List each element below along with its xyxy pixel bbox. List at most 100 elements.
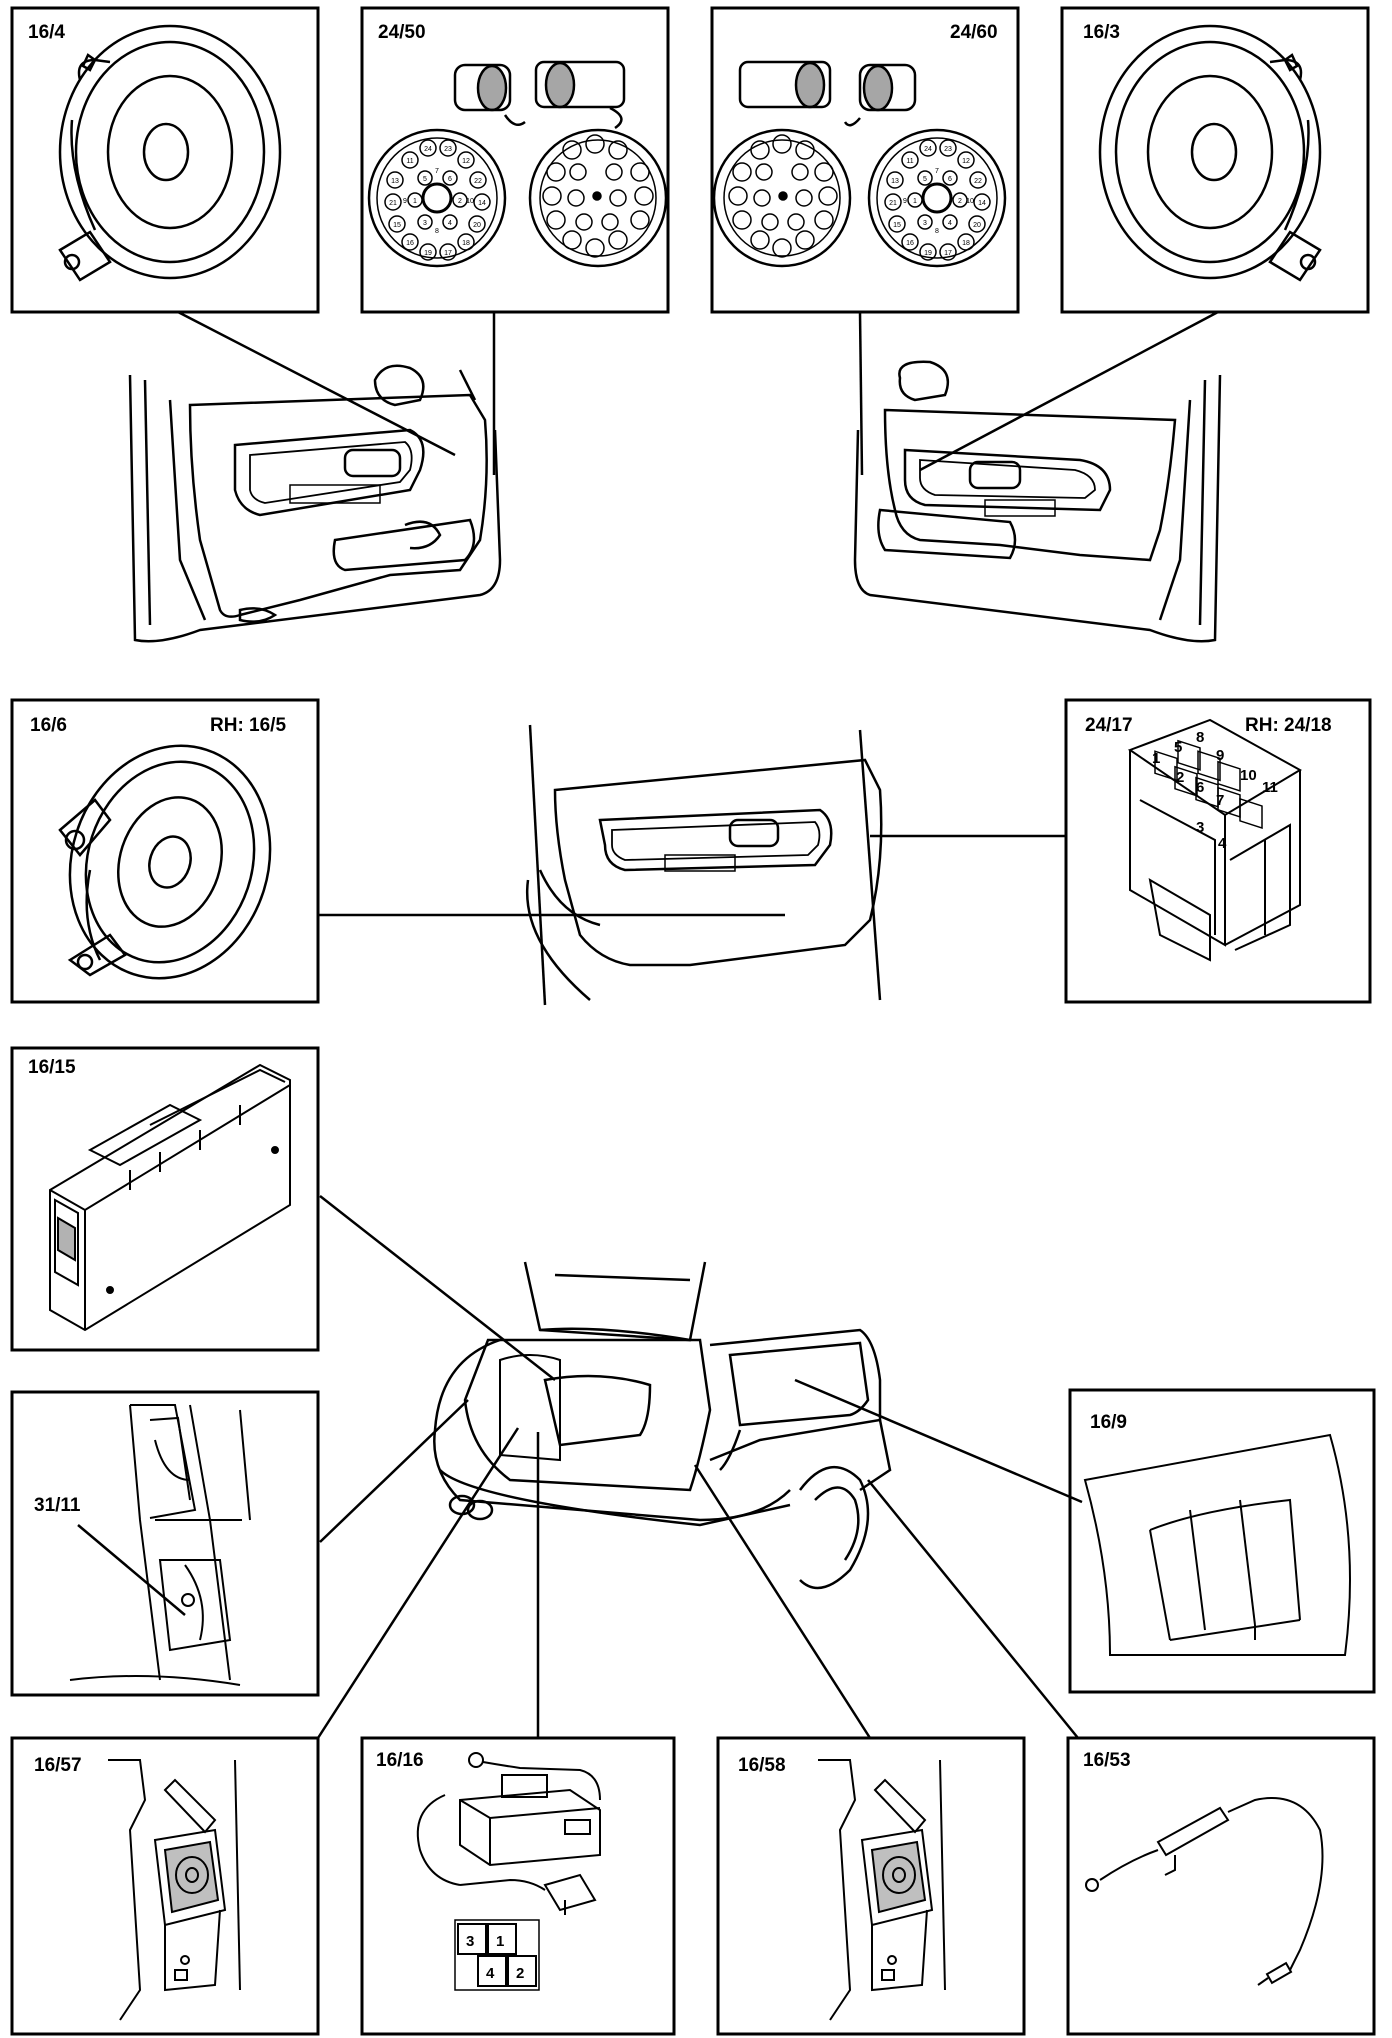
label-16-9: 16/9	[1090, 1412, 1127, 1433]
label-24-17: 24/17	[1085, 715, 1133, 736]
front-right-door	[853, 360, 1222, 643]
label-16-4: 16/4	[28, 22, 65, 43]
connector-pin-19: 19	[424, 250, 432, 257]
connector-pin-16: 16	[906, 240, 914, 247]
label-16-53: 16/53	[1083, 1750, 1131, 1771]
label-31-11: 31/11	[34, 1495, 81, 1516]
connector-pin-12: 12	[462, 158, 470, 165]
front-left-speaker-box	[10, 6, 320, 314]
connector-icon	[712, 60, 1007, 268]
ground-point-box	[10, 1390, 320, 1697]
connector-pin-7: 7	[435, 168, 439, 175]
module-pin-3: 3	[466, 1933, 474, 1950]
connector-pin-24: 24	[424, 146, 432, 153]
connector-pin-20: 20	[473, 222, 481, 229]
speaker-icon	[58, 24, 282, 282]
connector-pin-21: 21	[389, 200, 397, 207]
connector-pin-12: 12	[962, 158, 970, 165]
connector-pin-13: 13	[891, 178, 899, 185]
rear-speaker-box	[10, 698, 320, 1004]
label-16-16: 16/16	[376, 1750, 424, 1771]
module-pin-1: 1	[496, 1933, 504, 1950]
car-rear-view	[433, 1261, 892, 1590]
connector-pin-9: 9	[403, 198, 407, 205]
module-pin-2: 2	[516, 1965, 524, 1982]
connector-pin-16: 16	[406, 240, 414, 247]
antenna-cable-icon	[1085, 1797, 1324, 1986]
connector-pin-9: 9	[903, 198, 907, 205]
amplifier-box	[10, 1046, 320, 1352]
connector-pin-4: 4	[948, 220, 952, 227]
label-rh-16-5: RH: 16/5	[210, 715, 287, 736]
antenna-cable-box	[1066, 1736, 1376, 2036]
pin-5: 5	[1174, 739, 1182, 756]
pin-3: 3	[1196, 819, 1204, 836]
ground-point-icon	[69, 1404, 251, 1686]
label-16-57: 16/57	[34, 1755, 82, 1776]
connector-pin-6: 6	[948, 176, 952, 183]
connector-pin-24: 24	[924, 146, 932, 153]
speaker-icon	[58, 744, 272, 980]
connector-pin-15: 15	[893, 222, 901, 229]
connector-pin-15: 15	[393, 222, 401, 229]
pin-10: 10	[1240, 767, 1257, 784]
label-16-3: 16/3	[1083, 22, 1120, 43]
connector-pin-14: 14	[978, 200, 986, 207]
antenna-amp-icon	[108, 1759, 241, 2021]
connector-pin-4: 4	[448, 220, 452, 227]
connector-pin-22: 22	[474, 178, 482, 185]
connector-pin-7: 7	[935, 168, 939, 175]
connector-pin-14: 14	[478, 200, 486, 207]
pin-4: 4	[1218, 835, 1227, 852]
connector-pin-17: 17	[944, 250, 952, 257]
connector-pin-11: 11	[906, 158, 913, 165]
connector-pin-17: 17	[444, 250, 452, 257]
label-16-58: 16/58	[738, 1755, 786, 1776]
pin-7: 7	[1216, 792, 1224, 809]
connector-pin-19: 19	[924, 250, 932, 257]
connector-pin-3: 3	[923, 220, 927, 227]
connector-icon	[367, 60, 668, 268]
speaker-icon	[1098, 24, 1322, 282]
switch-block-icon	[1127, 718, 1302, 962]
connector-pin-1: 1	[913, 198, 917, 205]
antenna-module-box: 3 1 4 2	[360, 1736, 676, 2036]
label-16-15: 16/15	[28, 1057, 76, 1078]
front-left-door	[128, 364, 502, 643]
antenna-amp-left-box	[10, 1736, 320, 2036]
connector-pin-1: 1	[413, 198, 417, 205]
pin-1: 1	[1152, 750, 1160, 767]
pin-9: 9	[1216, 747, 1224, 764]
pin-2: 2	[1176, 769, 1184, 786]
switch-pin-labels: 1 2 3 4 5 6 7 8 9 10 11	[1152, 729, 1278, 852]
module-pin-labels: 3 1 4 2	[466, 1933, 524, 1982]
connector-pin-20: 20	[973, 222, 981, 229]
rear-window-antenna-box	[1068, 1388, 1376, 1694]
connector-pin-18: 18	[962, 240, 970, 247]
front-right-speaker-box	[1060, 6, 1370, 314]
connector-pin-11: 11	[406, 158, 413, 165]
connector-right-box	[710, 6, 1020, 314]
label-16-6: 16/6	[30, 715, 67, 736]
switch-block-box: 1 2 3 4 5 6 7 8 9 10 11	[1064, 698, 1372, 1004]
connector-pin-10: 10	[966, 198, 974, 205]
pin-11: 11	[1262, 779, 1278, 796]
label-rh-24-18: RH: 24/18	[1245, 715, 1332, 736]
module-pin-4: 4	[486, 1965, 495, 1982]
connector-pin-6: 6	[448, 176, 452, 183]
amplifier-icon	[49, 1063, 291, 1332]
connector-pin-18: 18	[462, 240, 470, 247]
ground-leader	[77, 1524, 186, 1616]
connector-pin-2: 2	[958, 198, 962, 205]
rear-window-icon	[1083, 1433, 1351, 1656]
connector-pin-23: 23	[944, 146, 952, 153]
connector-pin-21: 21	[889, 200, 897, 207]
antenna-amp-icon	[818, 1759, 946, 2021]
label-24-50: 24/50	[378, 22, 426, 43]
connector-pin-22: 22	[974, 178, 982, 185]
connector-pin-23: 23	[444, 146, 452, 153]
connector-left-box	[360, 6, 670, 314]
